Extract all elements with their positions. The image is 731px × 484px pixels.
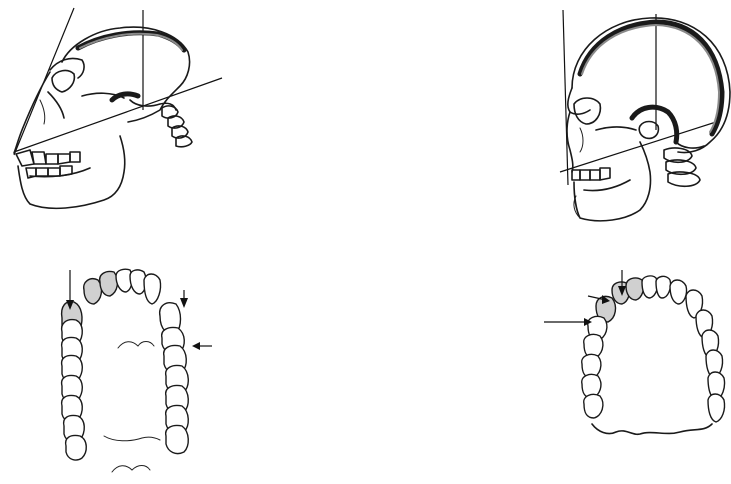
human-dental-arcade bbox=[544, 270, 725, 434]
human-horizontal-guide-line bbox=[560, 122, 716, 172]
human-occipital-outline bbox=[676, 142, 704, 148]
ape-mastoid-mark bbox=[112, 94, 138, 100]
human-cranial-vault-mark bbox=[580, 22, 722, 134]
human-zygomatic-arch bbox=[596, 127, 636, 130]
ape-incisor-row bbox=[84, 269, 161, 304]
ape-upper-teeth bbox=[16, 150, 80, 166]
human-right-tooth-row bbox=[686, 290, 725, 422]
ape-brow-ridge bbox=[50, 58, 84, 78]
ape-arrow-canine-side bbox=[192, 342, 212, 350]
ape-arrow-diastema-right bbox=[180, 290, 188, 308]
human-arrow-side bbox=[544, 318, 592, 326]
human-vertical-guide-line bbox=[563, 10, 568, 185]
ape-face-outline bbox=[14, 72, 64, 153]
human-cranium-outline bbox=[572, 18, 730, 153]
ape-right-tooth-row bbox=[160, 303, 189, 454]
ape-nasal-aperture bbox=[40, 100, 45, 124]
human-upper-teeth bbox=[572, 168, 610, 180]
ape-left-tooth-row bbox=[62, 302, 87, 460]
human-cervical-vertebrae bbox=[664, 148, 700, 186]
human-mandible bbox=[574, 142, 651, 221]
ape-lower-teeth bbox=[26, 166, 72, 178]
human-palate-back-edge bbox=[592, 424, 712, 434]
human-skull-lateral bbox=[560, 10, 730, 221]
human-left-tooth-row bbox=[582, 296, 616, 418]
ape-palate-ridge bbox=[118, 342, 154, 349]
human-nasal-aperture bbox=[580, 128, 583, 152]
human-brow-outline bbox=[568, 88, 590, 114]
ape-palate-back bbox=[104, 436, 160, 441]
ape-orbit bbox=[52, 71, 74, 92]
ape-skull-lateral bbox=[14, 8, 222, 208]
ape-cervical-vertebrae bbox=[162, 106, 192, 147]
ape-dental-arcade bbox=[62, 269, 212, 472]
ape-palate-back-2 bbox=[112, 466, 150, 473]
